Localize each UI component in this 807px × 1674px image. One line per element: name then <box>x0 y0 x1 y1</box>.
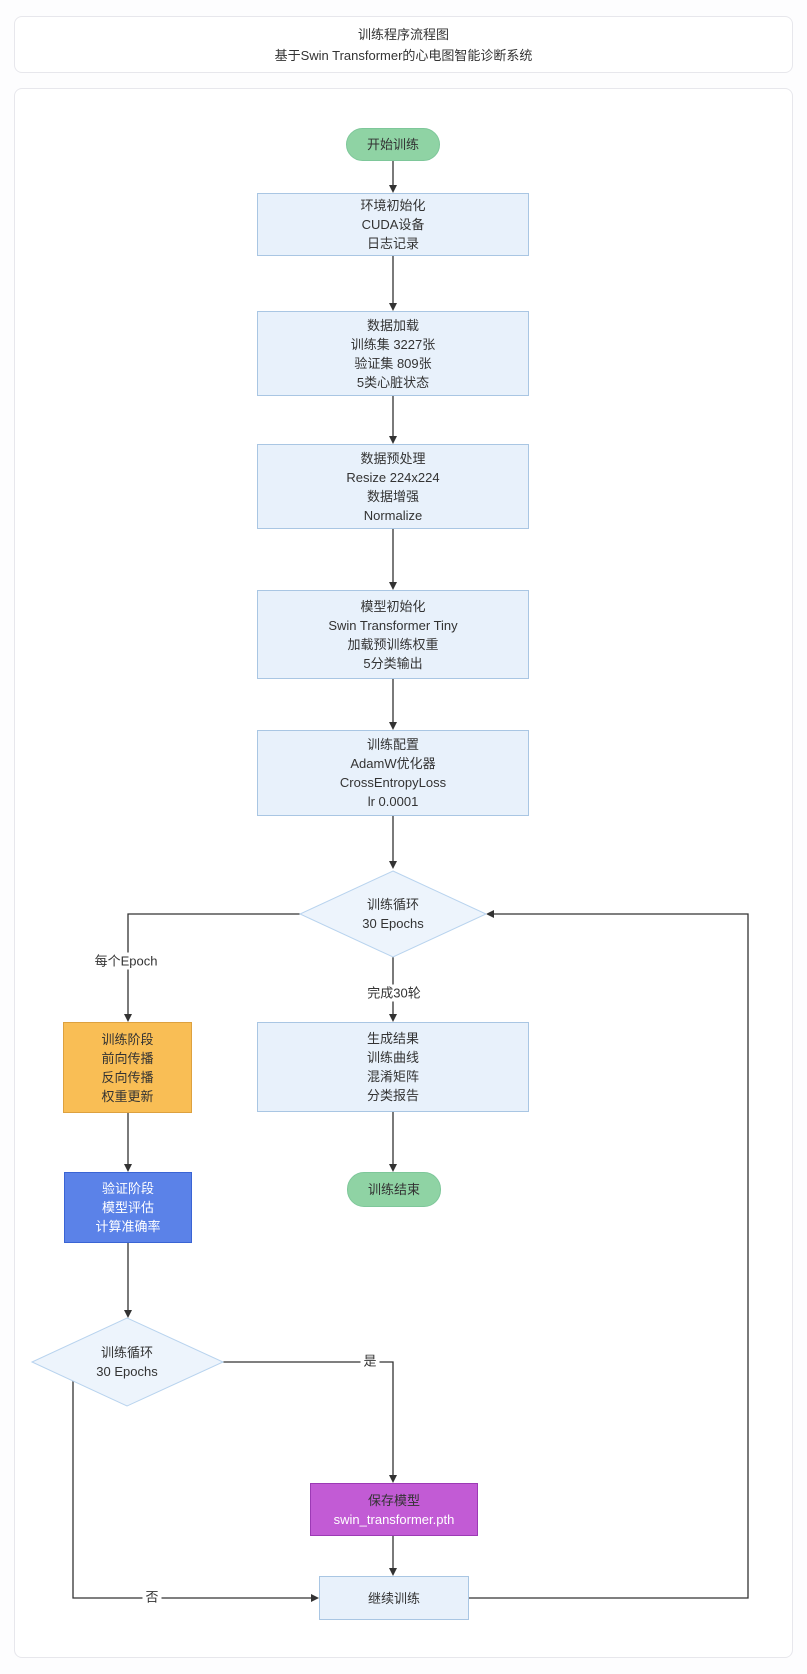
node-line: 训练阶段 <box>101 1031 154 1047</box>
node-line: 环境初始化 <box>360 198 426 213</box>
node-line: 前向传播 <box>101 1050 154 1066</box>
node-line: 验证阶段 <box>101 1181 154 1196</box>
node-line: 30 Epochs <box>362 916 424 931</box>
node-line: swin_transformer.pth <box>333 1511 455 1527</box>
node-line: Resize 224x224 <box>346 469 440 485</box>
node-line: 训练配置 <box>366 737 419 752</box>
decision-diamond-shape-bottom <box>30 1317 225 1407</box>
decision-train-loop-bottom: 训练循环 30 Epochs <box>96 1343 157 1381</box>
node-line: 训练结束 <box>367 1182 420 1197</box>
diagram-title-line2: 基于Swin Transformer的心电图智能诊断系统 <box>274 47 533 63</box>
node-save-model: 保存模型 swin_transformer.pth <box>310 1483 478 1536</box>
node-train-phase: 训练阶段 前向传播 反向传播 权重更新 <box>63 1022 192 1113</box>
node-line: 开始训练 <box>366 137 419 152</box>
edge-label-per-epoch: 每个Epoch <box>91 952 161 970</box>
node-line: 5分类输出 <box>363 655 423 671</box>
node-line: 30 Epochs <box>96 1364 158 1379</box>
node-line: 数据增强 <box>366 488 419 504</box>
node-model-init: 模型初始化 Swin Transformer Tiny 加载预训练权重 5分类输… <box>257 590 529 679</box>
diagram-title-line1: 训练程序流程图 <box>357 26 449 42</box>
node-line: 模型初始化 <box>360 598 426 614</box>
node-line: 数据加载 <box>366 317 419 333</box>
node-line: 保存模型 <box>367 1492 420 1508</box>
node-data-load: 数据加载 训练集 3227张 验证集 809张 5类心脏状态 <box>257 311 529 396</box>
node-start: 开始训练 <box>346 128 440 161</box>
node-line: 加载预训练权重 <box>347 636 439 652</box>
node-line: 数据预处理 <box>360 450 426 466</box>
decision-diamonds <box>30 870 488 1407</box>
node-line: 计算准确率 <box>95 1219 161 1234</box>
node-env-init: 环境初始化 CUDA设备 日志记录 <box>257 193 529 256</box>
decision-train-loop-top: 训练循环 30 Epochs <box>362 895 423 933</box>
node-line: CrossEntropyLoss <box>339 775 447 790</box>
edge-label-yes: 是 <box>360 1352 380 1370</box>
node-line: 训练循环 <box>366 897 419 912</box>
node-line: 继续训练 <box>367 1590 420 1606</box>
node-results: 生成结果 训练曲线 混淆矩阵 分类报告 <box>257 1022 529 1112</box>
node-continue: 继续训练 <box>319 1576 469 1620</box>
node-line: 训练集 3227张 <box>350 336 436 352</box>
node-line: 验证集 809张 <box>354 355 432 371</box>
title-card: 训练程序流程图 基于Swin Transformer的心电图智能诊断系统 <box>14 16 793 73</box>
node-preprocess: 数据预处理 Resize 224x224 数据增强 Normalize <box>257 444 529 529</box>
node-line: CUDA设备 <box>361 217 425 232</box>
node-line: 训练曲线 <box>366 1050 419 1065</box>
node-line: 混淆矩阵 <box>366 1069 419 1084</box>
node-line: Normalize <box>363 507 423 523</box>
node-line: 训练循环 <box>100 1345 153 1360</box>
node-line: 生成结果 <box>366 1031 419 1046</box>
node-train-config: 训练配置 AdamW优化器 CrossEntropyLoss lr 0.0001 <box>257 730 529 816</box>
node-line: AdamW优化器 <box>350 756 436 771</box>
node-line: 权重更新 <box>101 1088 154 1104</box>
node-line: 模型评估 <box>101 1200 154 1215</box>
edge-label-completed: 完成30轮 <box>364 984 424 1002</box>
node-end: 训练结束 <box>347 1172 441 1207</box>
node-line: 反向传播 <box>101 1069 154 1085</box>
decision-diamond-shape-top <box>298 870 488 958</box>
node-valid-phase: 验证阶段 模型评估 计算准确率 <box>64 1172 192 1243</box>
node-line: Swin Transformer Tiny <box>328 617 458 633</box>
node-line: 分类报告 <box>366 1088 419 1103</box>
node-line: 5类心脏状态 <box>356 374 430 390</box>
node-line: 日志记录 <box>366 236 419 251</box>
node-line: lr 0.0001 <box>367 794 419 809</box>
edge-label-no: 否 <box>142 1588 162 1606</box>
